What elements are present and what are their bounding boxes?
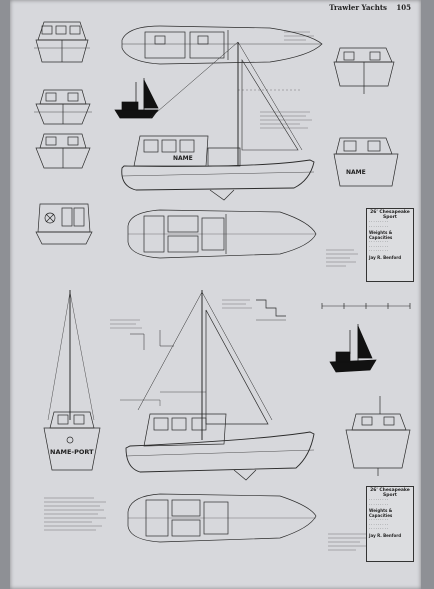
upper-right-bow-view xyxy=(333,47,395,94)
lower-stern-view xyxy=(43,290,101,471)
page-number: 105 xyxy=(396,3,411,12)
lower-spec-panel: 26' Chesapeake Sport · · · · · · · · · ·… xyxy=(366,486,414,562)
lower-accommodation-plan xyxy=(127,493,317,543)
upper-accommodation-plan xyxy=(127,209,317,259)
scale-bar xyxy=(321,303,411,309)
upper-deck-plan xyxy=(121,25,323,65)
running-title: Trawler Yachts xyxy=(329,3,387,12)
upper-transom-name: NAME xyxy=(346,169,366,176)
lower-transom-name: NAME-PORT xyxy=(50,448,94,456)
spec-heading: Weights & Capacities xyxy=(369,508,393,519)
upper-section-view-2 xyxy=(35,133,91,169)
book-page: Trawler Yachts 105 xyxy=(10,0,421,589)
ladder-detail xyxy=(130,299,286,350)
annotation-lines xyxy=(44,31,370,551)
spec-title: 26' Chesapeake Sport xyxy=(370,488,410,498)
upper-sail-plan xyxy=(149,41,303,166)
lower-hull-profile xyxy=(125,413,315,481)
upper-right-transom-view xyxy=(333,137,399,187)
upper-spec-panel: 26' Chesapeake Sport · · · · · · · · · ·… xyxy=(366,208,414,282)
lower-sail-plan xyxy=(120,290,273,440)
upper-hull-profile xyxy=(121,135,315,201)
plan-drawing-sheet: NAME NAME xyxy=(34,21,411,551)
page-header: Trawler Yachts 105 xyxy=(10,0,421,14)
lower-right-bow-view xyxy=(345,396,411,476)
spec-designer: Jay R. Benford xyxy=(369,532,402,538)
lower-silhouette xyxy=(329,324,377,373)
upper-stern-view xyxy=(35,203,93,245)
upper-front-view xyxy=(34,21,90,63)
spec-heading: Weights & Capacities xyxy=(369,230,393,241)
upper-hull-name: NAME xyxy=(173,155,193,162)
upper-section-view-1 xyxy=(34,89,92,125)
spec-designer: Jay R. Benford xyxy=(369,254,402,260)
spec-title: 26' Chesapeake Sport xyxy=(370,210,410,220)
upper-silhouette xyxy=(114,78,159,119)
